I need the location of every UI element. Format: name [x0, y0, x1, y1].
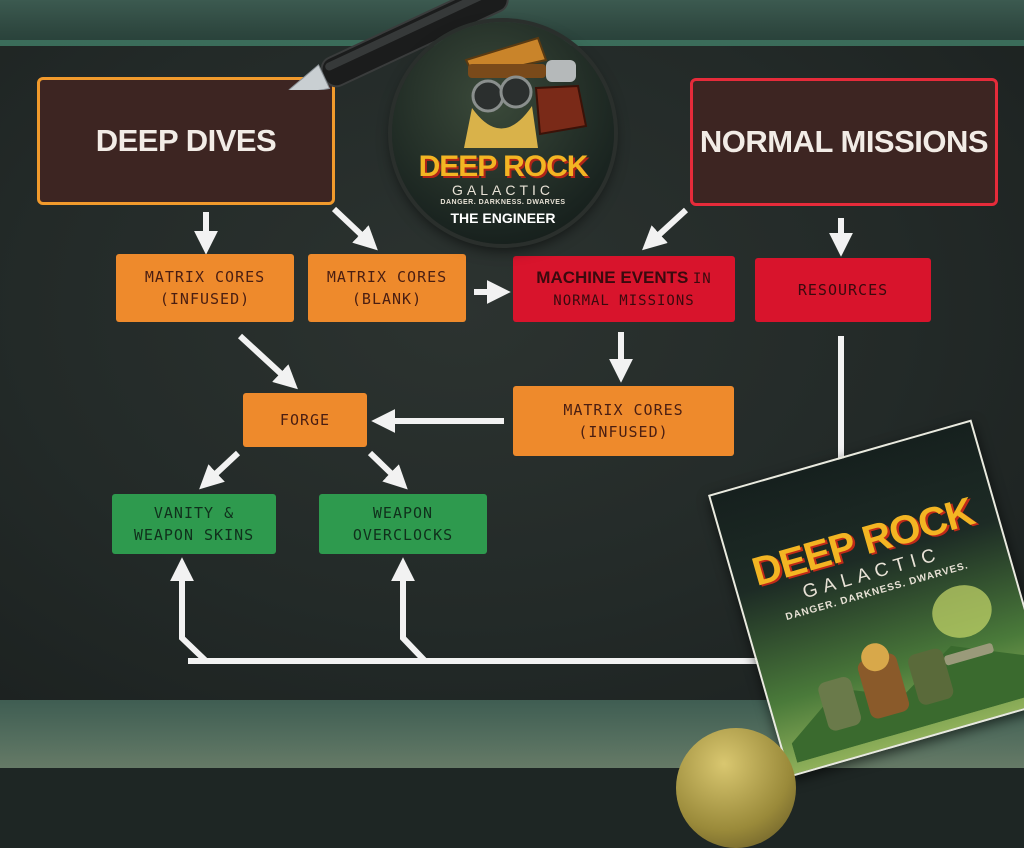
matrix-cores-infused-line1: MATRIX CORES [145, 266, 265, 288]
vanity-line2: WEAPON SKINS [134, 524, 254, 546]
normal-missions-box: NORMAL MISSIONS [690, 78, 998, 206]
badge-subtitle: THE ENGINEER [392, 210, 614, 226]
vanity-line1: VANITY & [154, 502, 234, 524]
overclocks-line1: WEAPON [373, 502, 433, 524]
coin-token [676, 728, 796, 848]
badge-logo-line1: DEEP ROCK [392, 150, 614, 184]
weapon-overclocks-box: WEAPON OVERCLOCKS [319, 494, 487, 554]
badge-logo-line2: GALACTIC [392, 182, 614, 198]
arrow-forge-to-overclocks [370, 453, 400, 482]
deep-dives-label: DEEP DIVES [96, 123, 277, 159]
arrow-infused-to-forge [240, 336, 290, 382]
arrow-deepdives-to-blank [334, 209, 370, 243]
line-resources-to-overclocks [403, 568, 425, 661]
matrix-cores-blank-line2: (BLANK) [352, 288, 422, 310]
machine-events-box: MACHINE EVENTS IN NORMAL MISSIONS [513, 256, 735, 322]
forge-box: FORGE [243, 393, 367, 447]
machine-events-line1: MACHINE EVENTS IN [536, 267, 711, 290]
matrix-cores-infused-2-line2: (INFUSED) [578, 421, 668, 443]
line-resources-to-vanity [182, 568, 206, 661]
matrix-cores-blank-line1: MATRIX CORES [327, 266, 447, 288]
overclocks-line2: OVERCLOCKS [353, 524, 453, 546]
matrix-cores-infused-2-box: MATRIX CORES (INFUSED) [513, 386, 734, 456]
resources-label: RESOURCES [798, 279, 888, 301]
matrix-cores-infused-box: MATRIX CORES (INFUSED) [116, 254, 294, 322]
deep-dives-box: DEEP DIVES [37, 77, 335, 205]
matrix-cores-blank-box: MATRIX CORES (BLANK) [308, 254, 466, 322]
forge-label: FORGE [280, 409, 330, 431]
normal-missions-label: NORMAL MISSIONS [700, 124, 988, 160]
machine-events-line2: NORMAL MISSIONS [553, 290, 694, 312]
arrow-forge-to-vanity [207, 453, 238, 482]
matrix-cores-infused-line2: (INFUSED) [160, 288, 250, 310]
resources-box: RESOURCES [755, 258, 931, 322]
engineer-dwarf-icon [428, 30, 588, 148]
matrix-cores-infused-2-line1: MATRIX CORES [563, 399, 683, 421]
vanity-skins-box: VANITY & WEAPON SKINS [112, 494, 276, 554]
engineer-badge: DEEP ROCK GALACTIC DANGER. DARKNESS. DWA… [392, 22, 614, 244]
arrow-normal-to-machine [650, 210, 686, 243]
machine-events-bold: MACHINE EVENTS [536, 268, 688, 287]
machine-events-in: IN [693, 271, 712, 287]
badge-tagline: DANGER. DARKNESS. DWARVES [392, 199, 614, 206]
